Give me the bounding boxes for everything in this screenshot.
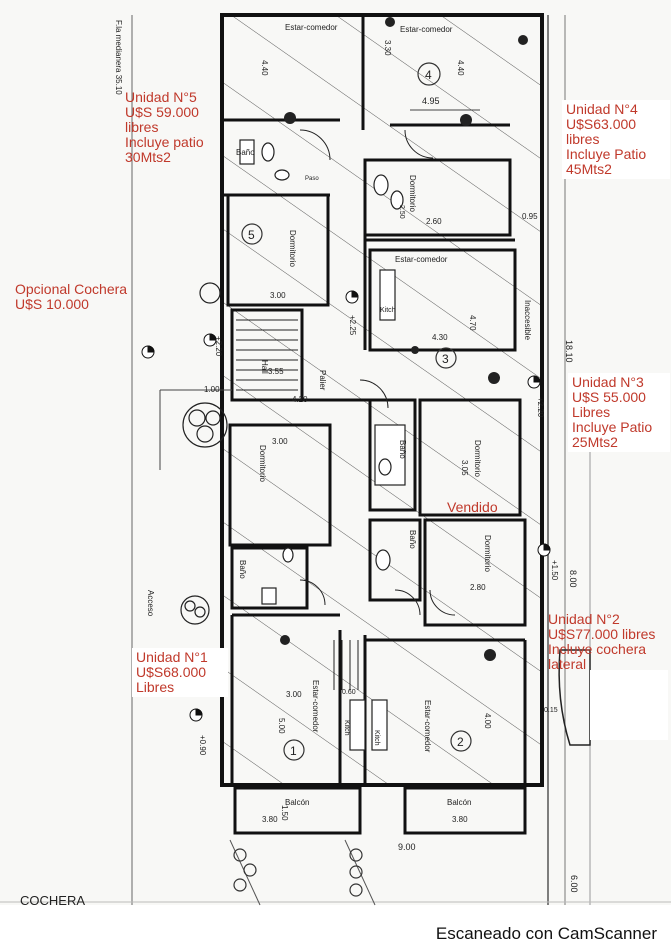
label-estar-1: Estar-comedor bbox=[311, 680, 320, 733]
dim-9-00: 9.00 bbox=[398, 842, 416, 852]
dim-0-60: 0.60 bbox=[342, 689, 356, 696]
annotation-unit-4: Unidad N°4 U$S63.000 libres Incluye Pati… bbox=[562, 100, 670, 179]
dim-4-70: 4.70 bbox=[468, 315, 477, 331]
unit-number-5: 5 bbox=[248, 228, 255, 242]
label-estar-top: Estar-comedor bbox=[285, 23, 338, 32]
exterior-walls bbox=[220, 13, 544, 787]
car-outline bbox=[558, 649, 591, 746]
label-palier: Palier bbox=[318, 370, 327, 391]
label-estar-2: Estar-comedor bbox=[423, 700, 432, 753]
dim-3-80-left: 3.80 bbox=[262, 815, 278, 824]
dim-4-95: 4.95 bbox=[422, 96, 440, 106]
dim-3-00-mid: 3.00 bbox=[272, 437, 288, 446]
level-p2-25: +2.25 bbox=[348, 315, 357, 336]
unit-number-1: 1 bbox=[290, 744, 297, 758]
dim-3-00-bot: 3.00 bbox=[286, 690, 302, 699]
dim-4-40-right: 4.40 bbox=[456, 60, 465, 76]
annotation-unit-1: Unidad N°1 U$S68.000 Libres bbox=[132, 648, 228, 697]
level-markers bbox=[141, 290, 551, 722]
fixtures bbox=[239, 139, 406, 751]
door-swings bbox=[299, 129, 456, 616]
label-kitch-2: Kitch bbox=[373, 730, 380, 746]
dim-4-20: 4.20 bbox=[292, 395, 308, 404]
annotation-unit-5: Unidad N°5 U$S 59.000 libres Incluye pat… bbox=[125, 89, 204, 165]
label-dorm-mid-left: Dormitorio bbox=[258, 445, 267, 482]
annotation-unit-2-whitebox bbox=[590, 670, 668, 740]
label-acceso: Acceso bbox=[146, 590, 155, 617]
unit-number-3: 3 bbox=[442, 352, 449, 366]
level-p1-50: +1.50 bbox=[550, 560, 559, 581]
annotation-unit-3: Unidad N°3 U$S 55.000 Libres Incluye Pat… bbox=[568, 373, 670, 452]
dim-3-55: 3.55 bbox=[268, 367, 284, 376]
label-kitch-1: Kitch bbox=[343, 720, 350, 736]
dim-18-10: 18.10 bbox=[564, 340, 574, 363]
annotation-sold: Vendido bbox=[447, 499, 498, 515]
level-p0-90: +0.90 bbox=[198, 735, 207, 756]
label-bano-mid: Baño bbox=[398, 440, 407, 459]
label-inaccesible: Inaccesible bbox=[523, 300, 532, 341]
label-estar-3: Estar-comedor bbox=[395, 255, 448, 264]
label-estar-top2: Estar-comedor bbox=[400, 25, 453, 34]
label-bano-5: Baño bbox=[236, 148, 255, 157]
stair-treads bbox=[236, 319, 359, 690]
level-p2-20-left: +2.20 bbox=[214, 336, 223, 357]
dim-2-50: 2.50 bbox=[398, 205, 405, 219]
dim-0-15-a: 0.15 bbox=[544, 707, 558, 714]
label-bano-mid2: Baño bbox=[408, 530, 417, 549]
dim-1-50: 1.50 bbox=[280, 805, 289, 821]
scanner-footer: Escaneado con CamScanner bbox=[435, 924, 657, 943]
dim-3-80-right: 3.80 bbox=[452, 815, 468, 824]
annotation-unit-2: Unidad N°2 U$S77.000 libres Incluye coch… bbox=[548, 611, 656, 672]
label-hall: Hall bbox=[260, 360, 269, 374]
dim-5-00: 5.00 bbox=[277, 718, 286, 734]
dim-8-00: 8.00 bbox=[568, 570, 578, 588]
dim-2-60: 2.60 bbox=[426, 217, 442, 226]
level-p2-20-right: +2.20 bbox=[536, 397, 545, 418]
label-dorm-5: Dormitorio bbox=[288, 230, 297, 267]
interior-walls bbox=[222, 15, 527, 835]
label-bano-left: Baño bbox=[238, 560, 247, 579]
label-dorm-mid-right: Dormitorio bbox=[473, 440, 482, 477]
dim-1-00: 1.00 bbox=[204, 385, 220, 394]
light-markers bbox=[280, 17, 528, 661]
label-balcon-1: Balcón bbox=[285, 798, 309, 807]
unit-number-2: 2 bbox=[457, 735, 464, 749]
unit-number-circles bbox=[241, 62, 472, 761]
label-dorm-4: Dormitorio bbox=[408, 175, 417, 212]
dim-6-00: 6.00 bbox=[569, 875, 579, 893]
annotation-garage-optional: Opcional Cochera U$S 10.000 bbox=[15, 281, 128, 312]
tree-drawings bbox=[180, 282, 228, 625]
dim-4-40-top: 4.40 bbox=[260, 60, 269, 76]
dim-4-00: 4.00 bbox=[483, 713, 492, 729]
label-balcon-2: Balcón bbox=[447, 798, 471, 807]
label-paso-top: Paso bbox=[305, 176, 319, 182]
dim-3-00-top: 3.00 bbox=[270, 291, 286, 300]
label-cochera: COCHERA bbox=[20, 893, 85, 908]
label-kitch-3: Kitch bbox=[380, 307, 396, 314]
dim-3-05: 3.05 bbox=[460, 460, 469, 476]
unit-number-4: 4 bbox=[425, 68, 432, 82]
dim-2-80: 2.80 bbox=[470, 583, 486, 592]
dim-4-30: 4.30 bbox=[432, 333, 448, 342]
dim-3-30: 3.30 bbox=[383, 40, 392, 56]
side-note: F.la medianera 35.10 bbox=[114, 20, 123, 95]
dim-0-95: 0.95 bbox=[522, 212, 538, 221]
label-dorm-2: Dormitorio bbox=[483, 535, 492, 572]
